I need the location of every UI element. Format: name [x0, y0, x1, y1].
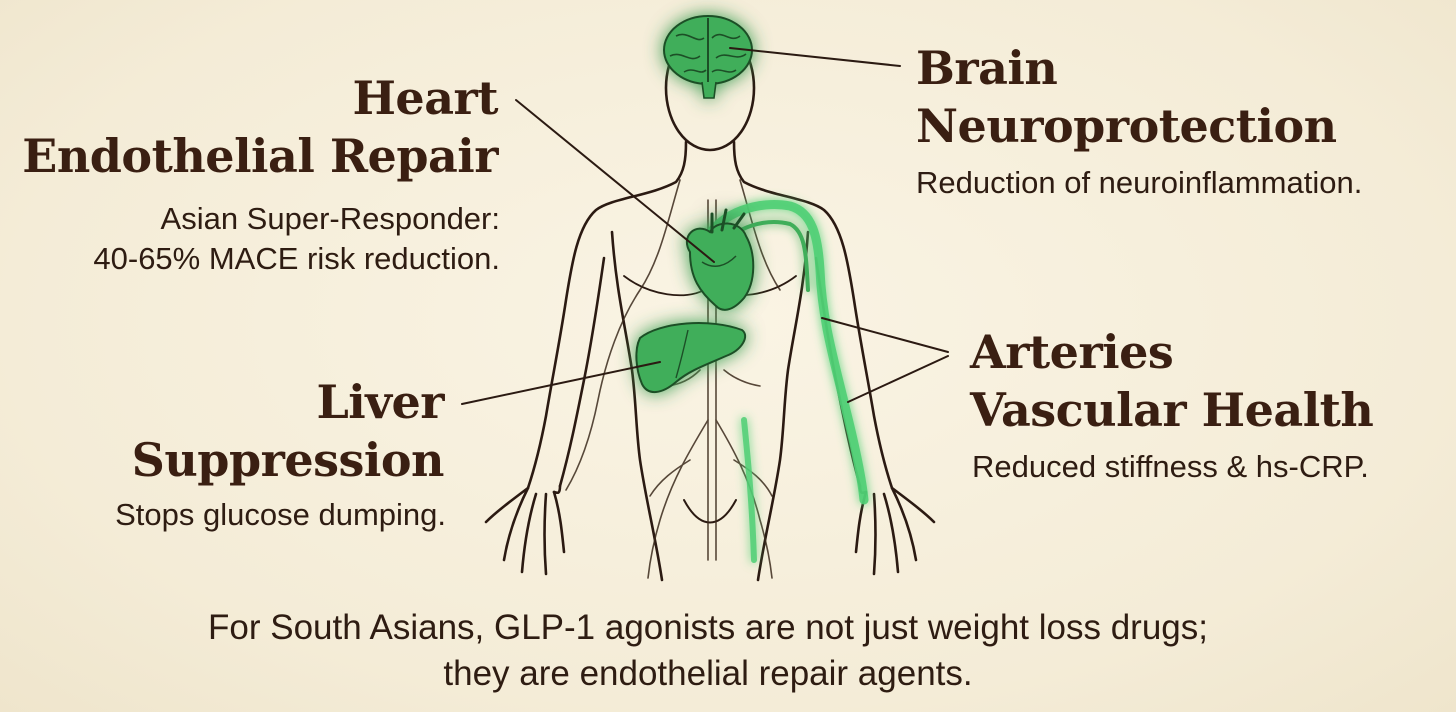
brain-organ: [663, 15, 753, 99]
leader-lines: [461, 47, 949, 405]
brain-desc: Reduction of neuroinflammation.: [916, 165, 1363, 200]
leader-brain: [729, 47, 901, 67]
heart-title-line1: Heart: [352, 71, 498, 125]
heart-desc-line2: 40-65% MACE risk reduction.: [93, 241, 500, 276]
heart-title-line2: Endothelial Repair: [22, 129, 498, 183]
footer-line2: they are endothelial repair agents.: [443, 654, 973, 693]
liver-desc: Stops glucose dumping.: [115, 497, 446, 532]
arteries-title-line1: Arteries: [970, 325, 1174, 379]
leader-liver: [461, 361, 661, 405]
arteries-desc: Reduced stiffness & hs-CRP.: [972, 449, 1369, 484]
brain-title-line2: Neuroprotection: [916, 99, 1337, 153]
leader-arteries-upper: [821, 317, 949, 353]
footer-line1: For South Asians, GLP-1 agonists are not…: [208, 608, 1208, 647]
liver-organ: [635, 322, 747, 393]
leader-heart: [515, 99, 715, 263]
liver-title-line1: Liver: [316, 375, 444, 429]
arteries-title-line2: Vascular Health: [970, 383, 1374, 437]
leader-arteries-lower: [847, 355, 949, 403]
heart-desc-line1: Asian Super-Responder:: [160, 201, 500, 236]
heart-organ: [685, 208, 755, 311]
liver-title-line2: Suppression: [131, 433, 445, 487]
brain-title-line1: Brain: [916, 41, 1058, 95]
